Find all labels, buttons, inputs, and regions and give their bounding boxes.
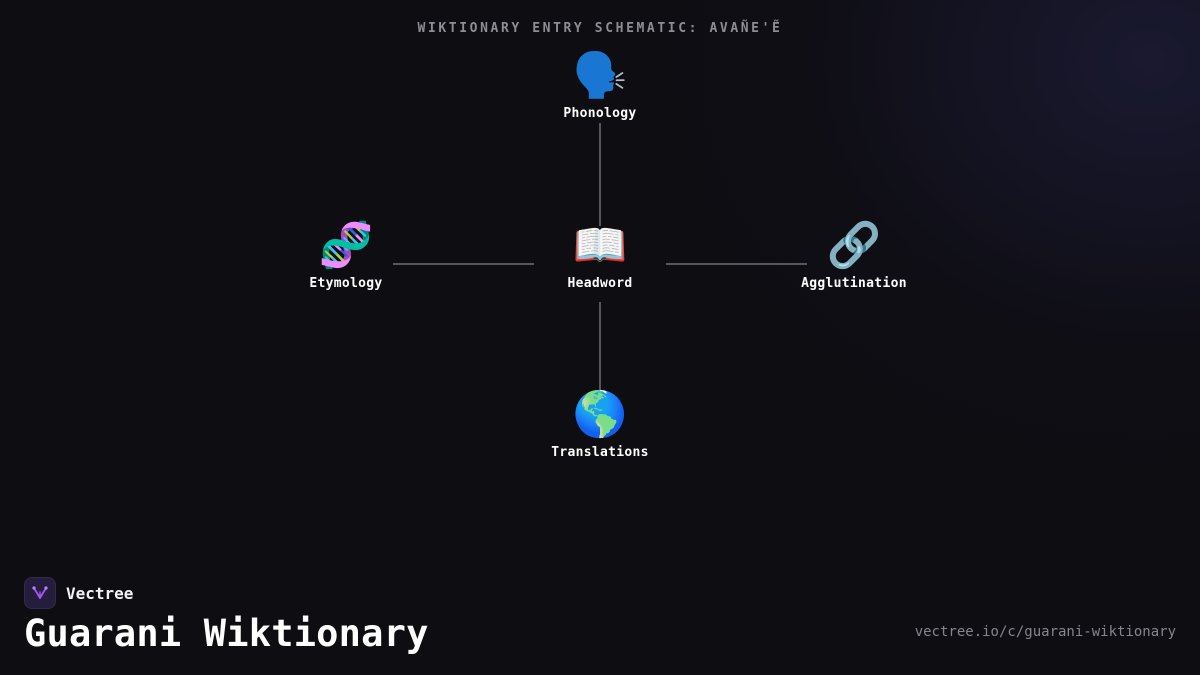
page-header-title: WIKTIONARY ENTRY SCHEMATIC: AVAÑE'Ẽ	[417, 21, 783, 36]
node-headword: 📖 Headword	[520, 220, 680, 291]
open-book-icon: 📖	[572, 220, 628, 271]
node-phonology-label: Phonology	[563, 106, 637, 121]
course-url[interactable]: vectree.io/c/guarani-wiktionary	[914, 624, 1176, 640]
speaking-head-icon: 🗣️	[572, 50, 628, 101]
dna-icon: 🧬	[318, 220, 374, 271]
link-icon: 🔗	[826, 220, 882, 271]
vectree-logo-icon	[24, 577, 56, 609]
node-translations: 🌎 Translations	[520, 389, 680, 460]
page-title: Guarani Wiktionary	[24, 612, 429, 655]
node-phonology: 🗣️ Phonology	[520, 50, 680, 121]
node-headword-label: Headword	[567, 276, 633, 291]
node-translations-label: Translations	[551, 445, 649, 460]
node-etymology-label: Etymology	[309, 276, 383, 291]
node-agglutination-label: Agglutination	[801, 276, 907, 291]
globe-americas-icon: 🌎	[572, 389, 628, 440]
node-agglutination: 🔗 Agglutination	[774, 220, 934, 291]
node-etymology: 🧬 Etymology	[266, 220, 426, 291]
brand: Vectree	[24, 577, 133, 609]
brand-name: Vectree	[66, 583, 134, 603]
